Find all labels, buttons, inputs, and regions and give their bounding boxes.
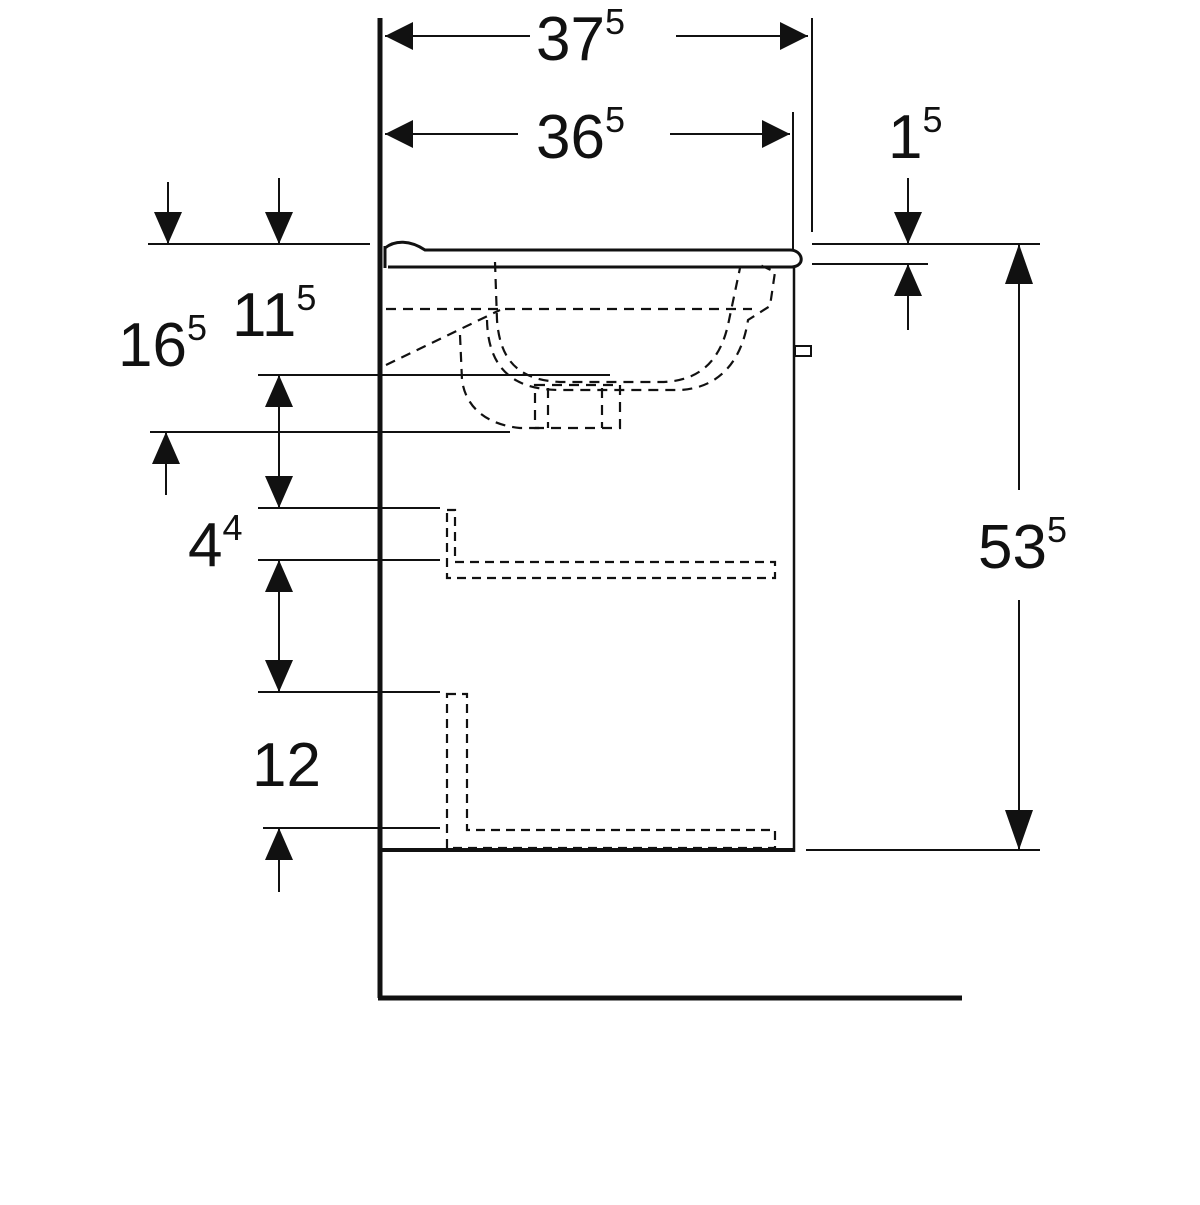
arrow-head [385, 120, 413, 148]
upper-drawer-hidden [445, 508, 777, 580]
dim-total-depth-label: 375 [536, 1, 625, 74]
arrow-head [265, 476, 293, 508]
arrow-head [265, 560, 293, 592]
basin-top-profile [383, 240, 803, 269]
basin-bowl-hidden [385, 261, 777, 430]
arrow-head [762, 120, 790, 148]
dim-upper-drawer-label: 44 [188, 507, 243, 580]
dim-inner-depth-label: 365 [536, 99, 625, 172]
arrow-head [265, 660, 293, 692]
arrow-head [265, 375, 293, 407]
arrow-head [154, 212, 182, 244]
arrow-head [1005, 810, 1033, 850]
arrow-head [385, 22, 413, 50]
dim-height-11-label: 115 [232, 277, 316, 350]
arrow-head [265, 212, 293, 244]
dimension-arrows [152, 22, 1033, 860]
arrow-head [265, 828, 293, 860]
extension-lines [148, 18, 1040, 851]
dim-lower-drawer-label: 12 [252, 731, 321, 800]
arrow-head [894, 212, 922, 244]
arrow-head [894, 264, 922, 296]
arrow-head [152, 432, 180, 464]
arrow-head [1005, 244, 1033, 284]
cabinet-outline [382, 268, 812, 852]
arrow-head [780, 22, 808, 50]
lower-drawer-hidden [445, 692, 777, 850]
dimension-labels: 375 365 15 165 115 44 12 535 [118, 1, 1067, 800]
dim-height-16-label: 165 [118, 307, 207, 380]
dim-cabinet-height-label: 535 [978, 509, 1067, 582]
dim-rim-thickness-label: 15 [888, 99, 943, 172]
